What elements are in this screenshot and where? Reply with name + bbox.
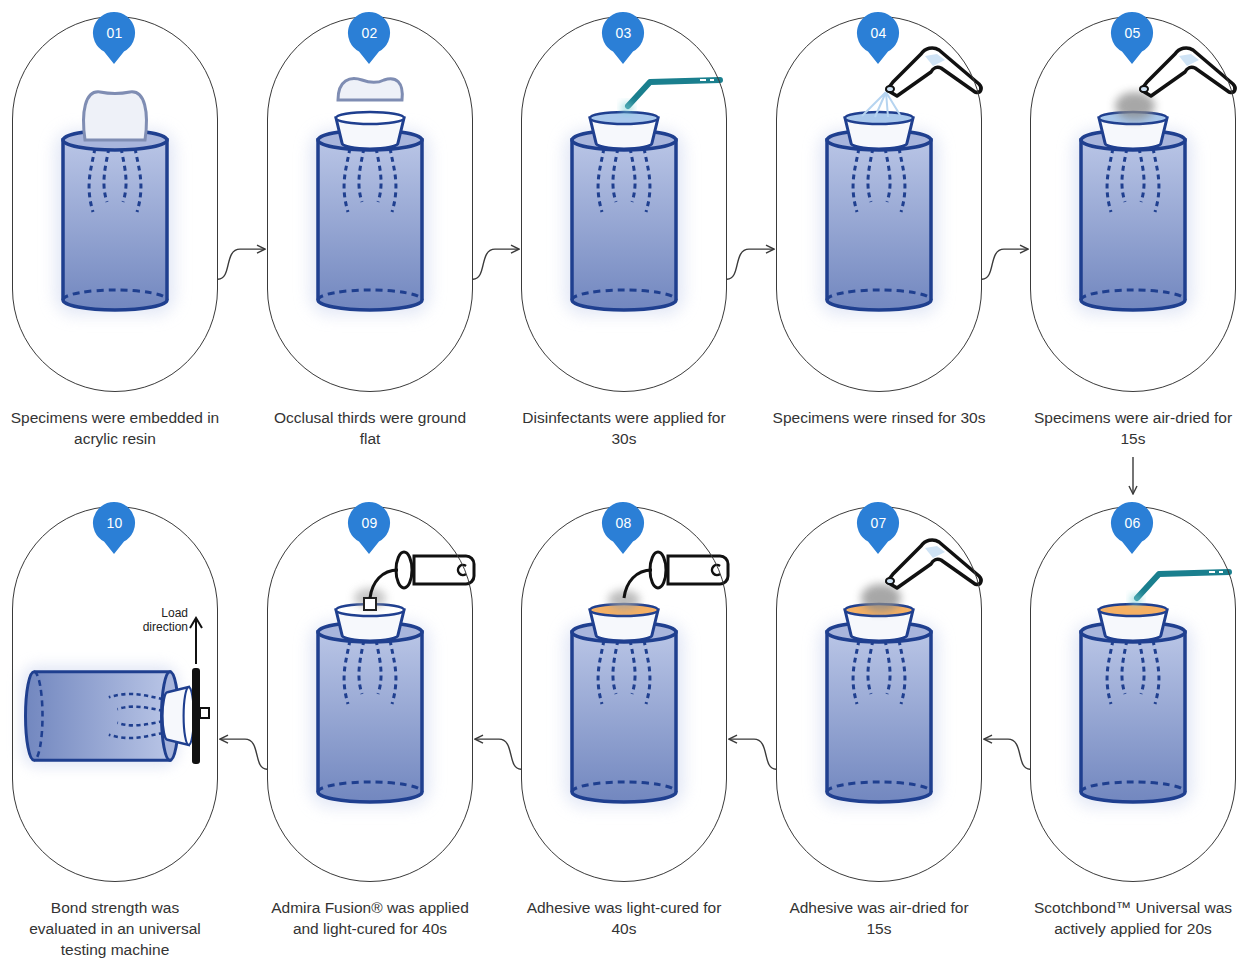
step-panel: Admira Fusion® was applied and light-cur… (267, 506, 473, 882)
callout-number: 08 (601, 501, 645, 545)
step-panel: Adhesive was light-cured for 40s08 (521, 506, 727, 882)
step-caption: Occlusal thirds were ground flat (263, 407, 477, 449)
step-number-badge: 06 (1110, 501, 1154, 555)
step-number-badge: 01 (92, 11, 136, 65)
callout-number: 05 (1110, 11, 1154, 55)
flow-arrow (984, 739, 1030, 769)
flow-arrow (473, 249, 519, 279)
callout-number: 10 (92, 501, 136, 545)
step-panel: Specimens were rinsed for 30s04 (776, 16, 982, 392)
flow-arrow (218, 249, 265, 279)
step-panel: Adhesive was air-dried for 15s07 (776, 506, 982, 882)
step-caption: Disinfectants were applied for 30s (517, 407, 731, 449)
callout-number: 09 (347, 501, 391, 545)
flow-arrow (475, 739, 521, 769)
step-number-badge: 08 (601, 501, 645, 555)
callout-number: 02 (347, 11, 391, 55)
step-panel: Specimens were embedded in acrylic resin… (12, 16, 218, 392)
step-number-badge: 07 (856, 501, 900, 555)
flow-arrow (729, 739, 776, 769)
step-caption: Bond strength was evaluated in an univer… (25, 897, 205, 960)
step-panel: Specimens were air-dried for 15s05 (1030, 16, 1236, 392)
callout-number: 07 (856, 501, 900, 545)
flow-arrow (1132, 457, 1133, 494)
step-panel: Disinfectants were applied for 30s03 (521, 16, 727, 392)
step-number-badge: 10 (92, 501, 136, 555)
step-number-badge: 09 (347, 501, 391, 555)
flow-arrow (982, 249, 1028, 279)
step-number-badge: 03 (601, 11, 645, 65)
flow-arrow (727, 249, 774, 279)
step-caption: Adhesive was air-dried for 15s (784, 897, 974, 939)
step-caption: Specimens were air-dried for 15s (1023, 407, 1243, 449)
callout-number: 06 (1110, 501, 1154, 545)
load-direction-label: Load direction (118, 606, 188, 634)
callout-number: 03 (601, 11, 645, 55)
step-caption: Specimens were rinsed for 30s (772, 407, 986, 428)
step-caption: Admira Fusion® was applied and light-cur… (263, 897, 477, 939)
step-caption: Adhesive was light-cured for 40s (524, 897, 724, 939)
step-caption: Scotchbond™ Universal was actively appli… (1021, 897, 1245, 939)
step-number-badge: 02 (347, 11, 391, 65)
step-panel: Bond strength was evaluated in an univer… (12, 506, 218, 882)
step-number-badge: 05 (1110, 11, 1154, 65)
callout-number: 01 (92, 11, 136, 55)
callout-number: 04 (856, 11, 900, 55)
step-caption: Specimens were embedded in acrylic resin (8, 407, 222, 449)
step-number-badge: 04 (856, 11, 900, 65)
step-panel: Scotchbond™ Universal was actively appli… (1030, 506, 1236, 882)
step-panel: Occlusal thirds were ground flat02 (267, 16, 473, 392)
flow-arrow (220, 739, 267, 769)
